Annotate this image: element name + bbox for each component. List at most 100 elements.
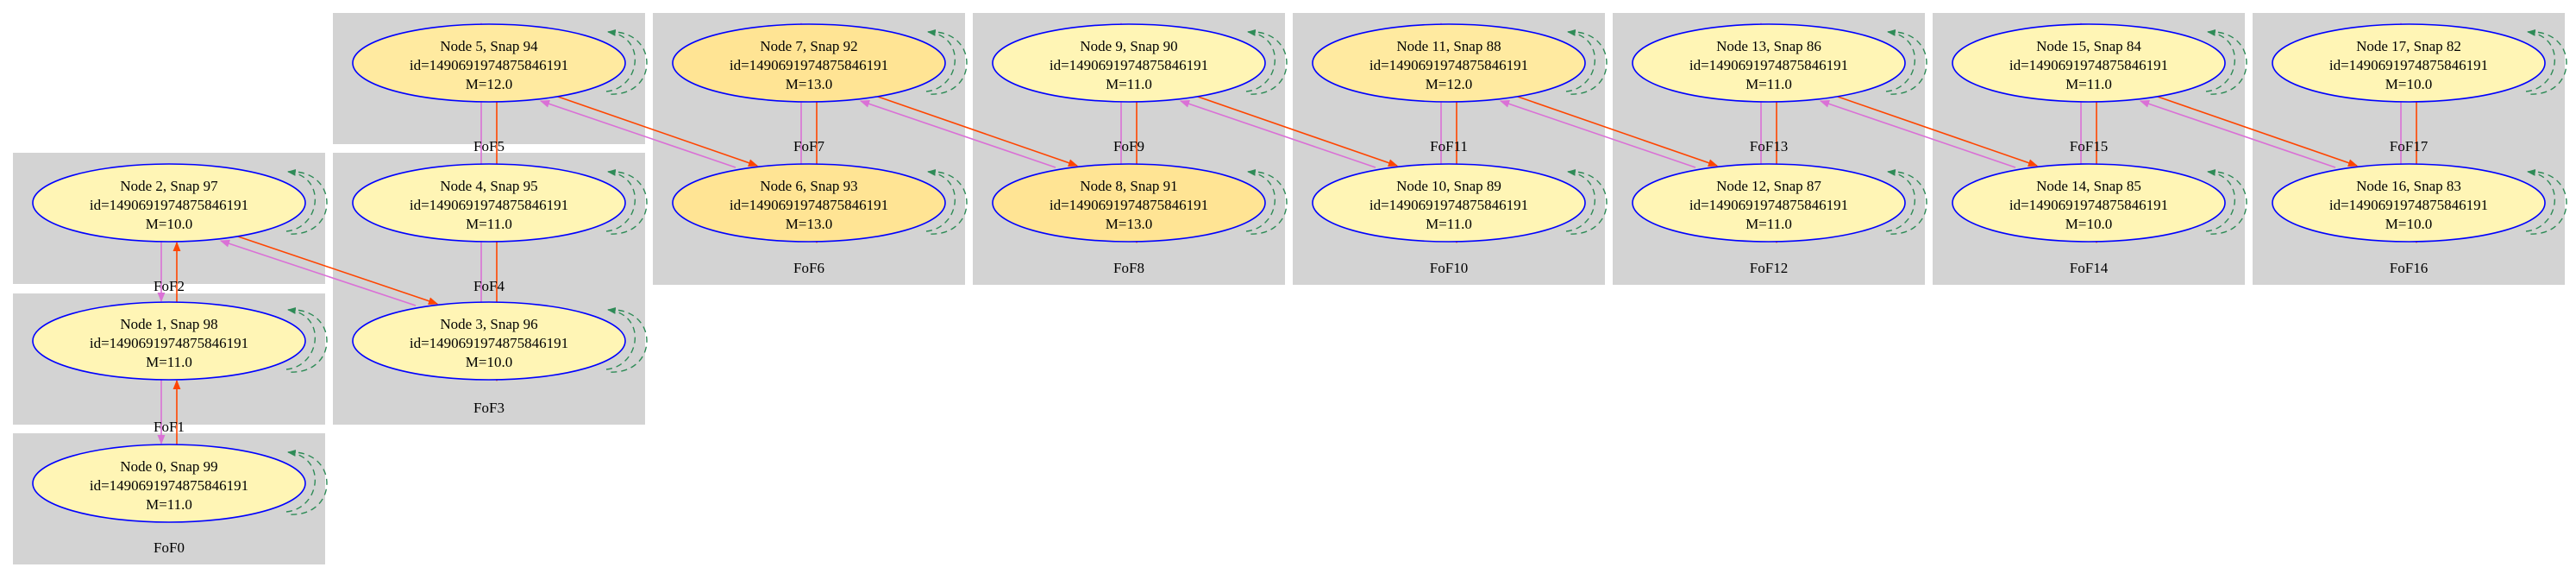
node-mass-text: M=11.0 <box>146 496 192 513</box>
node-mass-text: M=11.0 <box>1746 216 1792 232</box>
cluster-label-fof11: FoF11 <box>1430 138 1468 154</box>
node-title-text: Node 14, Snap 85 <box>2036 178 2141 194</box>
edge-descendant-9-10 <box>1197 96 1399 167</box>
edge-descendant-15-16 <box>2157 96 2359 167</box>
self-loop-edge <box>2527 31 2567 95</box>
node-15[interactable]: Node 15, Snap 84id=1490691974875846191M=… <box>1952 23 2247 103</box>
edge-progenitor-16-15 <box>2139 100 2336 168</box>
self-loop-arrow <box>2525 169 2556 232</box>
node-mass-text: M=12.0 <box>1426 76 1472 92</box>
node-title-text: Node 7, Snap 92 <box>760 38 857 54</box>
self-loop-arrow <box>2525 29 2556 92</box>
node-ellipse <box>992 23 1266 103</box>
node-ellipse <box>32 444 306 523</box>
node-idline-text: id=1490691974875846191 <box>410 197 568 213</box>
node-5[interactable]: Node 5, Snap 94id=1490691974875846191M=1… <box>352 23 648 103</box>
node-idline-text: id=1490691974875846191 <box>2329 57 2488 73</box>
node-11[interactable]: Node 11, Snap 88id=1490691974875846191M=… <box>1312 23 1608 103</box>
node-0[interactable]: Node 0, Snap 99id=1490691974875846191M=1… <box>32 444 328 523</box>
node-2[interactable]: Node 2, Snap 97 id=1490691974875846191M=1… <box>32 163 328 243</box>
node-mass-text: M=11.0 <box>1426 216 1472 232</box>
node-ellipse <box>352 163 626 243</box>
edge-progenitor-6-5 <box>539 100 736 168</box>
node-8[interactable]: Node 8, Snap 91id=1490691974875846191M=1… <box>992 163 1288 243</box>
node-ellipse <box>1312 23 1586 103</box>
node-ellipse <box>32 163 306 243</box>
self-loop-arrow <box>285 450 317 513</box>
node-14[interactable]: Node 14, Snap 85 id=1490691974875846191M=… <box>1952 163 2247 243</box>
self-loop-edge <box>927 31 968 95</box>
edge-descendant-7-8 <box>877 96 1079 167</box>
self-loop-arrow <box>1245 169 1276 232</box>
self-loop-edge <box>287 309 328 373</box>
node-idline-text: id=1490691974875846191 <box>1689 197 1848 213</box>
node-17[interactable]: Node 17, Snap 82id=1490691974875846191M=… <box>2272 23 2567 103</box>
node-6[interactable]: Node 6, Snap 93id=1490691974875846191M=1… <box>672 163 968 243</box>
node-title-text: Node 11, Snap 88 <box>1396 38 1501 54</box>
node-mass-text: M=13.0 <box>1106 216 1152 232</box>
node-7[interactable]: Node 7, Snap 92id=1490691974875846191M=1… <box>672 23 968 103</box>
node-mass-text: M=12.0 <box>466 76 512 92</box>
node-idline-text: id=1490691974875846191 <box>2009 197 2168 213</box>
node-mass-text: M=13.0 <box>786 216 832 232</box>
node-ellipse <box>1952 23 2226 103</box>
node-title-text: Node 5, Snap 94 <box>440 38 538 54</box>
node-idline-text: id=1490691974875846191 <box>730 197 888 213</box>
cluster-label-fof5: FoF5 <box>473 138 505 154</box>
node-3[interactable]: Node 3, Snap 96id=1490691974875846191M=1… <box>352 301 648 381</box>
cluster-layer <box>13 13 2565 564</box>
node-idline-text: id=1490691974875846191 <box>410 335 568 351</box>
self-loop-arrow <box>285 307 317 370</box>
edge-progenitor-12-11 <box>1499 100 1696 168</box>
node-ellipse <box>1952 163 2226 243</box>
self-loop-edge <box>607 171 648 235</box>
node-title-text: Node 12, Snap 87 <box>1716 178 1821 194</box>
self-loop-edge <box>1247 171 1288 235</box>
node-ellipse <box>352 23 626 103</box>
node-title-text: Node 2, Snap 97 <box>120 178 218 194</box>
node-13[interactable]: Node 13, Snap 86 id=1490691974875846191M=… <box>1632 23 1927 103</box>
node-16[interactable]: Node 16, Snap 83id=1490691974875846191M=… <box>2272 163 2567 243</box>
cluster-label-fof8: FoF8 <box>1113 260 1144 276</box>
node-idline-text: id=1490691974875846191 <box>1050 57 1208 73</box>
edge-progenitor-3-2 <box>219 239 417 306</box>
node-title-text: Node 1, Snap 98 <box>120 316 217 332</box>
node-title-text: Node 16, Snap 83 <box>2356 178 2461 194</box>
self-loop-arrow <box>2205 29 2236 92</box>
self-loop-edge <box>2207 31 2247 95</box>
node-mass-text: M=11.0 <box>1746 76 1792 92</box>
node-title-text: Node 4, Snap 95 <box>440 178 537 194</box>
edge-progenitor-8-7 <box>859 100 1056 168</box>
node-idline-text: id=1490691974875846191 <box>90 335 248 351</box>
self-loop-arrow <box>1245 29 1276 92</box>
node-idline-text: id=1490691974875846191 <box>2009 57 2168 73</box>
cluster-label-fof16: FoF16 <box>2390 260 2428 276</box>
edge-descendant-2-3 <box>237 236 439 306</box>
self-loop-arrow <box>605 307 636 370</box>
node-9[interactable]: Node 9, Snap 90id=1490691974875846191M=1… <box>992 23 1288 103</box>
node-title-text: Node 13, Snap 86 <box>1716 38 1821 54</box>
node-1[interactable]: Node 1, Snap 98id=1490691974875846191M=1… <box>32 301 328 381</box>
self-loop-arrow <box>285 169 317 232</box>
node-10[interactable]: Node 10, Snap 89id=1490691974875846191M=… <box>1312 163 1608 243</box>
node-mass-text: M=10.0 <box>2065 216 2112 232</box>
cluster-label-fof17: FoF17 <box>2390 138 2429 154</box>
cluster-label-fof12: FoF12 <box>1750 260 1788 276</box>
node-title-text: Node 8, Snap 91 <box>1080 178 1177 194</box>
self-loop-edge <box>1567 171 1608 235</box>
node-mass-text: M=10.0 <box>146 216 192 232</box>
node-4[interactable]: Node 4, Snap 95id=1490691974875846191M=1… <box>352 163 648 243</box>
cluster-label-fof0: FoF0 <box>154 539 185 556</box>
node-mass-text: M=11.0 <box>1106 76 1152 92</box>
self-loop-arrow <box>1565 29 1596 92</box>
node-mass-text: M=10.0 <box>466 354 512 370</box>
node-idline-text: id=1490691974875846191 <box>90 197 248 213</box>
node-idline-text: id=1490691974875846191 <box>1689 57 1848 73</box>
node-title-text: Node 10, Snap 89 <box>1396 178 1501 194</box>
node-title-text: Node 0, Snap 99 <box>120 458 217 475</box>
node-12[interactable]: Node 12, Snap 87 id=1490691974875846191M=… <box>1632 163 1927 243</box>
edge-progenitor-10-9 <box>1179 100 1376 168</box>
